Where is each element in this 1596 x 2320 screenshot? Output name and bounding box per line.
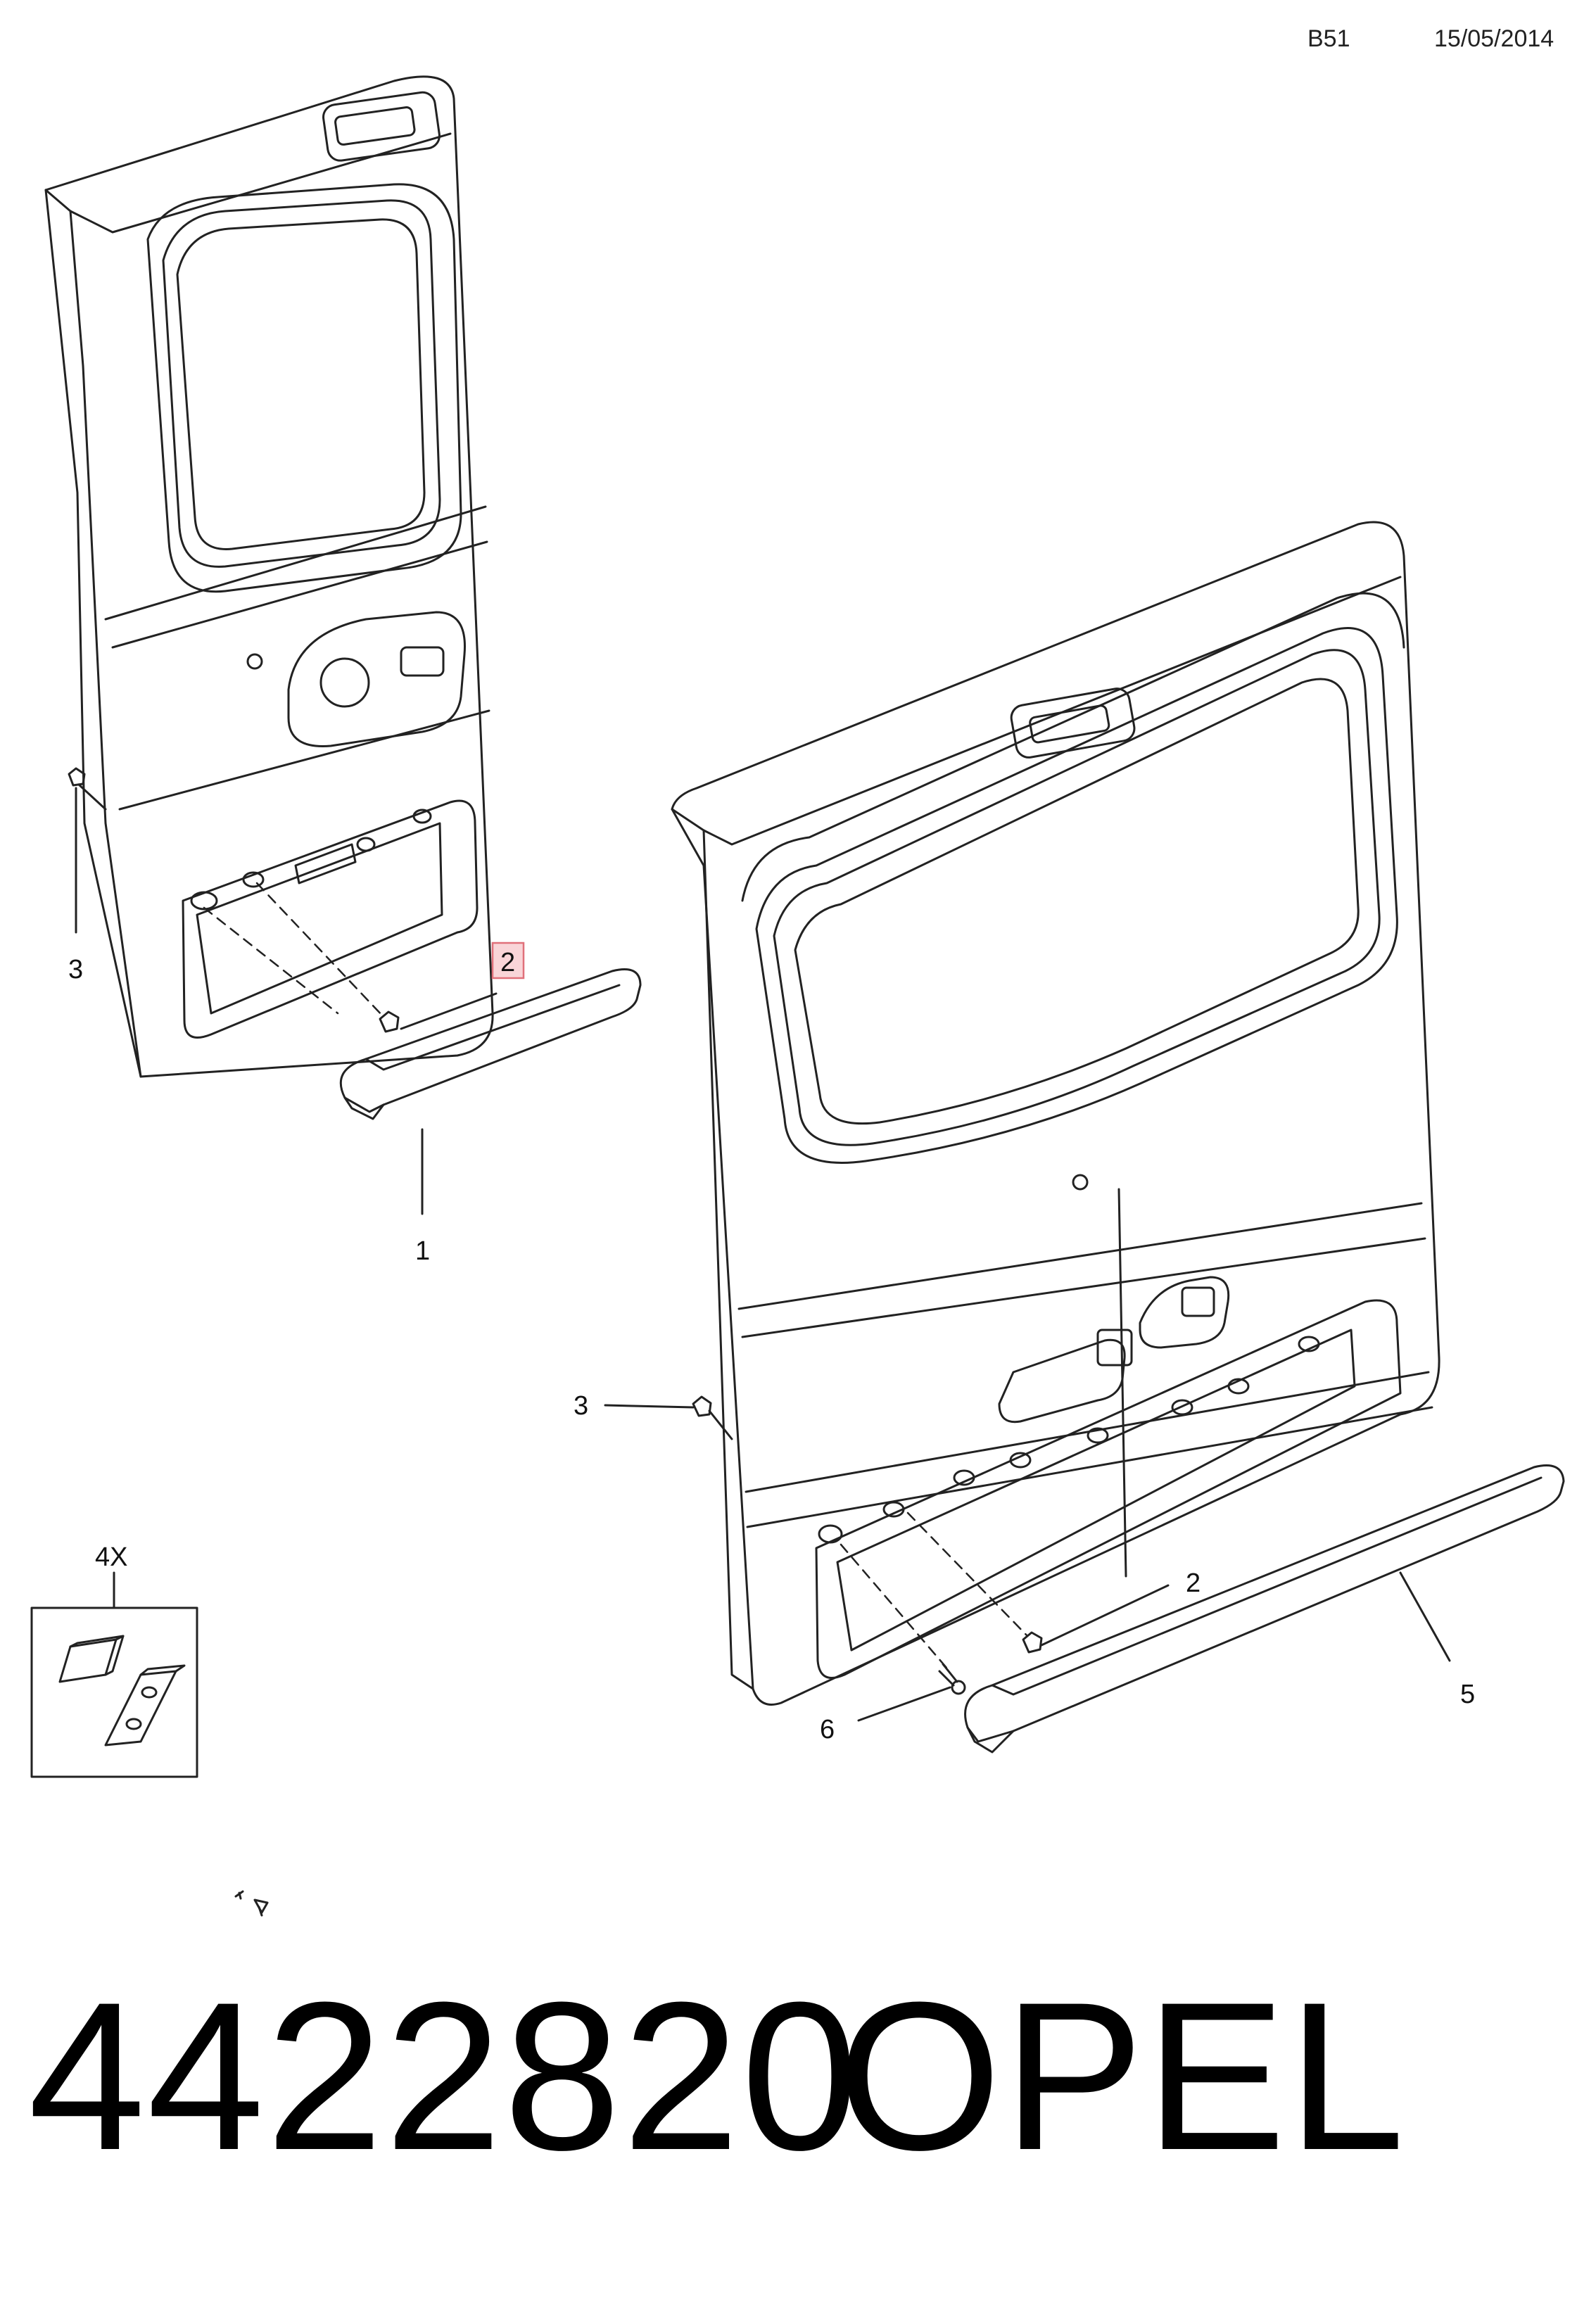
left-rear-door — [44, 75, 494, 1078]
left-clip-3 — [68, 767, 107, 934]
callout-1: 1 — [415, 1236, 430, 1266]
right-nut-2 — [1022, 1631, 1043, 1654]
callout-3-left: 3 — [68, 955, 83, 984]
right-clip-3 — [604, 1395, 733, 1440]
callout-2-left: 2 — [500, 948, 515, 977]
callout-2-highlight-box — [491, 942, 525, 980]
right-protective-strip — [964, 1464, 1565, 1754]
small-screw-icon — [234, 1890, 269, 1917]
kit-4x-box — [30, 1571, 198, 1778]
brand-name: OPEL — [837, 1958, 1407, 2194]
screw-6 — [857, 1663, 966, 1722]
part-number: 4422820 — [28, 1958, 860, 2194]
left-protective-strip — [339, 968, 642, 1120]
diagram-date: 15/05/2014 — [1434, 25, 1554, 52]
callout-6: 6 — [820, 1715, 835, 1744]
left-nut-2 — [379, 1010, 400, 1033]
callout-5: 5 — [1460, 1680, 1475, 1709]
callout-2-right: 2 — [1186, 1568, 1201, 1598]
diagram-code: B51 — [1307, 25, 1350, 52]
callout-4x: 4X — [95, 1542, 127, 1572]
right-twin-rear-doors — [671, 521, 1440, 1706]
callout-3-right: 3 — [574, 1391, 588, 1421]
